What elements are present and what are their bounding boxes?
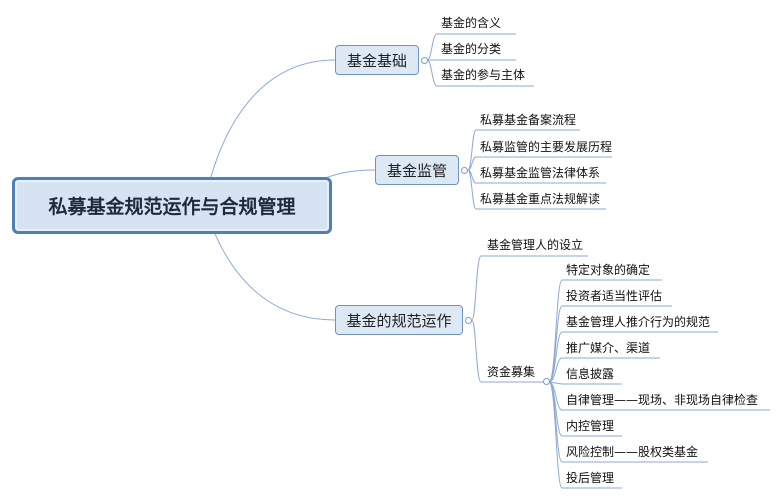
connector-mujizhi-fan bbox=[548, 279, 563, 489]
collapse-toggle-jijinjianguan[interactable] bbox=[461, 167, 468, 174]
leaf-jijin-hanyi[interactable]: 基金的含义 bbox=[441, 16, 502, 30]
connector-jianguan-fan bbox=[467, 129, 477, 210]
leaf-neikong-guanli[interactable]: 内控管理 bbox=[566, 419, 615, 433]
connector-yunzuo-fan bbox=[471, 255, 482, 383]
leaf-guanliren-sheli[interactable]: 基金管理人的设立 bbox=[487, 238, 584, 252]
leaf-zilv-guanli[interactable]: 自律管理——现场、非现场自律检查 bbox=[566, 393, 759, 407]
collapse-toggle-jijinjichu[interactable] bbox=[421, 57, 428, 64]
leaf-jijin-canyuzhuti[interactable]: 基金的参与主体 bbox=[441, 68, 526, 82]
leaf-beian-liucheng[interactable]: 私募基金备案流程 bbox=[480, 113, 577, 127]
leaf-tuijie-xingwei[interactable]: 基金管理人推介行为的规范 bbox=[566, 315, 711, 329]
collapse-toggle-zijin-muji[interactable] bbox=[543, 378, 550, 385]
connector-root-to-guifanyunzuo bbox=[214, 233, 336, 321]
leaf-teding-duixiang[interactable]: 特定对象的确定 bbox=[566, 263, 651, 277]
leaf-fagui-jiedu[interactable]: 私募基金重点法规解读 bbox=[480, 192, 601, 206]
connector-jichu-fan bbox=[426, 33, 438, 87]
leaf-jijin-fenlei[interactable]: 基金的分类 bbox=[441, 42, 502, 56]
branch-jijinjianguan[interactable]: 基金监管 bbox=[375, 155, 459, 185]
collapse-toggle-guifanyunzuo[interactable] bbox=[465, 317, 472, 324]
leaf-tuiguang-meijie[interactable]: 推广媒介、渠道 bbox=[566, 341, 651, 355]
branch-jijinjichu[interactable]: 基金基础 bbox=[335, 45, 419, 75]
connector-root-to-jijinjichu bbox=[209, 59, 336, 181]
leaf-fazhan-licheng[interactable]: 私募监管的主要发展历程 bbox=[480, 140, 613, 154]
leaf-xinxi-pilu[interactable]: 信息披露 bbox=[566, 367, 615, 381]
leaf-falv-tixi[interactable]: 私募基金监管法律体系 bbox=[480, 166, 601, 180]
leaf-fengxian-kongzhi[interactable]: 风险控制——股权类基金 bbox=[566, 445, 699, 459]
leaf-zijin-muji[interactable]: 资金募集 bbox=[487, 365, 536, 379]
leaf-touhou-guanli[interactable]: 投后管理 bbox=[566, 471, 615, 485]
branch-guifanyunzuo[interactable]: 基金的规范运作 bbox=[335, 305, 463, 335]
root-topic[interactable]: 私募基金规范运作与合规管理 bbox=[12, 177, 332, 234]
leaf-shidangxing-pinggu[interactable]: 投资者适当性评估 bbox=[566, 289, 663, 303]
